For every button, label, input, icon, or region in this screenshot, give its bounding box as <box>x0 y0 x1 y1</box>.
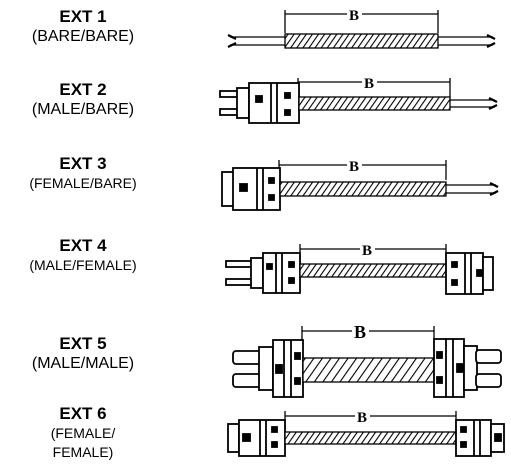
ext2-description: (MALE/BARE) <box>31 101 135 118</box>
ext2-cable: B <box>219 76 498 124</box>
ext2-bare-wires-right <box>450 97 498 110</box>
ext4-dimension-b <box>299 244 447 262</box>
ext6-braided-jacket <box>284 431 457 445</box>
ext6-dimension-b <box>284 411 457 430</box>
ext1-label: EXT 1 (BARE/BARE) <box>0 7 178 47</box>
ext2-braided-jacket <box>298 96 451 111</box>
ext4-cable: B <box>225 243 494 295</box>
ext3-description: (FEMALE/BARE) <box>29 175 137 191</box>
ext3-name: EXT 3 <box>59 154 107 173</box>
ext4-name: EXT 4 <box>59 236 107 255</box>
ext6-cable: B <box>227 410 505 457</box>
ext1-bare-wires-left <box>227 34 286 48</box>
ext6-description-line2: FEMALE) <box>52 444 114 460</box>
ext1-braided-jacket <box>284 33 439 49</box>
ext1-dimension-b <box>284 10 439 33</box>
ext4-braided-jacket <box>299 263 447 278</box>
ext3-cable: B <box>221 159 499 211</box>
ext5-male-connector-left <box>232 339 304 398</box>
ext6-dimension-label: B <box>357 410 367 426</box>
ext4-description: (MALE/FEMALE) <box>29 257 137 273</box>
ext4-male-connector <box>225 252 301 294</box>
ext6-female-connector-left <box>227 419 286 457</box>
ext5-label: EXT 5 (MALE/MALE) <box>0 334 178 374</box>
ext4-female-connector <box>445 252 494 295</box>
ext5-name: EXT 5 <box>59 334 107 353</box>
ext4-label: EXT 4 (MALE/FEMALE) <box>0 236 178 275</box>
ext5-male-connector-right <box>433 338 502 398</box>
ext2-label: EXT 2 (MALE/BARE) <box>0 80 178 120</box>
ext3-braided-jacket <box>279 181 447 197</box>
ext6-name: EXT 6 <box>59 404 107 423</box>
ext5-dimension-b <box>301 326 435 345</box>
ext3-dimension-label: B <box>349 159 359 175</box>
ext1-cable: B <box>227 8 496 49</box>
ext6-female-connector-right <box>455 419 505 457</box>
ext5-dimension-label: B <box>354 322 366 342</box>
ext6-description: (FEMALE/ <box>50 425 116 441</box>
ext3-female-connector <box>221 167 281 211</box>
ext2-dimension-label: B <box>364 76 374 92</box>
ext2-male-connector <box>219 82 300 124</box>
ext6-label: EXT 6 (FEMALE/ FEMALE) <box>0 404 178 462</box>
ext2-name: EXT 2 <box>59 80 107 99</box>
ext5-braided-jacket <box>302 357 435 383</box>
ext4-dimension-label: B <box>362 243 372 259</box>
ext3-bare-wires-right <box>446 182 499 196</box>
ext3-label: EXT 3 (FEMALE/BARE) <box>0 154 178 193</box>
ext1-dimension-label: B <box>349 8 359 24</box>
ext1-bare-wires-right <box>438 34 496 48</box>
ext5-cable: B <box>232 322 502 398</box>
ext1-name: EXT 1 <box>59 7 107 26</box>
ext3-dimension-b <box>278 160 447 180</box>
ext5-description: (MALE/MALE) <box>31 355 135 372</box>
ext1-description: (BARE/BARE) <box>31 28 135 45</box>
